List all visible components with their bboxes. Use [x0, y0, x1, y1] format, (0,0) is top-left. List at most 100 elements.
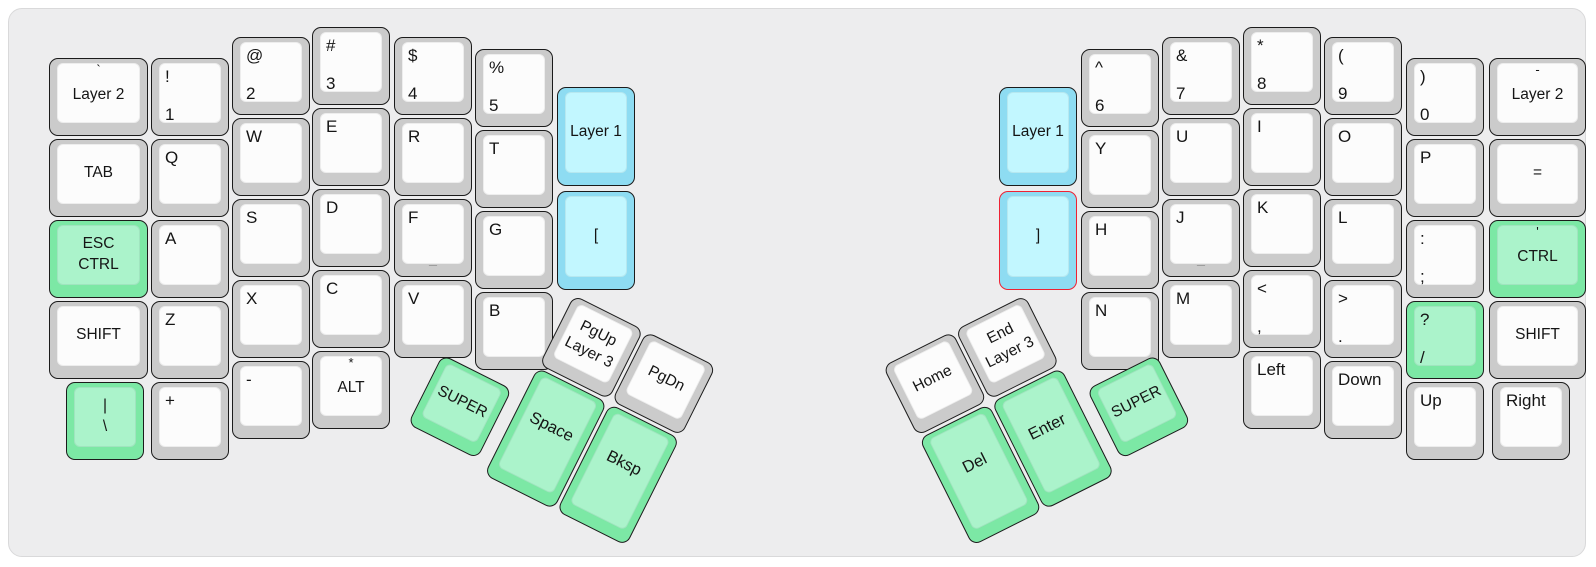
- key-paren-9[interactable]: (9: [1324, 37, 1402, 115]
- key-r[interactable]: R: [394, 118, 472, 196]
- key-arrow-right[interactable]: Right: [1492, 382, 1570, 460]
- key-label: ]: [1035, 226, 1041, 244]
- key-label: =: [1532, 164, 1543, 181]
- key-label: T: [489, 139, 500, 158]
- key-w[interactable]: W: [232, 118, 310, 196]
- key-tab[interactable]: TAB: [49, 139, 148, 217]
- keycap-surface: [402, 42, 464, 102]
- keycap-surface: [320, 113, 382, 173]
- key-arrow-left[interactable]: Left: [1243, 351, 1321, 429]
- key-b[interactable]: B: [475, 292, 553, 370]
- key-c[interactable]: C: [312, 270, 390, 348]
- key-asterisk-8[interactable]: *8: [1243, 27, 1321, 105]
- key-u[interactable]: U: [1162, 118, 1240, 196]
- keycap-surface: [1089, 216, 1151, 276]
- key-label-shifted: <: [1257, 279, 1267, 298]
- key-at-2[interactable]: @2: [232, 37, 310, 115]
- key-label: J: [1176, 208, 1185, 227]
- key-dollar-4[interactable]: $4: [394, 37, 472, 115]
- key-exclam-1[interactable]: !1: [151, 58, 229, 136]
- key-n[interactable]: N: [1081, 292, 1159, 370]
- key-right-bracket[interactable]: ]: [999, 191, 1077, 290]
- key-i[interactable]: I: [1243, 108, 1321, 186]
- keycap-surface: [1170, 204, 1232, 264]
- keycap-surface: [1170, 285, 1232, 345]
- key-k[interactable]: K: [1243, 189, 1321, 267]
- keycap-surface: [159, 63, 221, 123]
- key-label: W: [246, 127, 263, 146]
- key-shift-right[interactable]: SHIFT: [1489, 301, 1586, 379]
- key-y[interactable]: Y: [1081, 130, 1159, 208]
- key-t[interactable]: T: [475, 130, 553, 208]
- key-g[interactable]: G: [475, 211, 553, 289]
- key-m[interactable]: M: [1162, 280, 1240, 358]
- key-label: Y: [1095, 139, 1107, 158]
- key-label: A: [165, 229, 177, 248]
- key-quote-ctrl[interactable]: 'CTRL: [1489, 220, 1586, 298]
- keycap-surface: [1332, 42, 1394, 102]
- key-percent-5[interactable]: %5: [475, 49, 553, 127]
- key-l[interactable]: L: [1324, 199, 1402, 277]
- key-plus[interactable]: +: [151, 382, 229, 460]
- key-label: Layer 1: [1012, 122, 1064, 140]
- key-greater-period[interactable]: >.: [1324, 280, 1402, 358]
- key-hash-3[interactable]: #3: [312, 27, 390, 105]
- key-amp-7[interactable]: &7: [1162, 37, 1240, 115]
- key-pipe-backslash[interactable]: |\: [66, 382, 144, 460]
- key-e[interactable]: E: [312, 108, 390, 186]
- keycap-surface: [1497, 144, 1578, 204]
- keycap-surface: [565, 92, 627, 173]
- keycap-surface: [483, 216, 545, 276]
- key-s[interactable]: S: [232, 199, 310, 277]
- key-j[interactable]: J_: [1162, 199, 1240, 277]
- keycap-surface: [159, 144, 221, 204]
- key-left-bracket[interactable]: [: [557, 191, 635, 290]
- key-label-shifted: ): [1420, 67, 1426, 86]
- key-z[interactable]: Z: [151, 301, 229, 379]
- key-label: I: [1257, 117, 1262, 136]
- key-super-right[interactable]: SUPER: [1086, 354, 1192, 460]
- key-label: V: [408, 289, 420, 308]
- key-equals[interactable]: =: [1489, 139, 1586, 217]
- keycap-surface: [320, 32, 382, 92]
- key-asterisk-alt[interactable]: *ALT: [312, 351, 390, 429]
- key-label-shifted: $: [408, 46, 418, 65]
- keycap-surface: [1007, 196, 1069, 277]
- key-less-comma[interactable]: <,: [1243, 270, 1321, 348]
- key-super-left[interactable]: SUPER: [407, 354, 513, 460]
- keycap-surface: [402, 204, 464, 264]
- key-caret-6[interactable]: ^6: [1081, 49, 1159, 127]
- key-question-slash[interactable]: ?/: [1406, 301, 1484, 379]
- key-label: P: [1420, 148, 1432, 167]
- key-h[interactable]: H: [1081, 211, 1159, 289]
- key-q[interactable]: Q: [151, 139, 229, 217]
- key-f[interactable]: F_: [394, 199, 472, 277]
- key-minus[interactable]: -: [232, 361, 310, 439]
- keycap-surface: [159, 387, 221, 447]
- key-arrow-up[interactable]: Up: [1406, 382, 1484, 460]
- key-v[interactable]: V: [394, 280, 472, 358]
- key-d[interactable]: D: [312, 189, 390, 267]
- key-label: CTRL: [1517, 248, 1558, 265]
- key-label-shifted: *: [1257, 36, 1264, 55]
- key-paren-0[interactable]: )0: [1406, 58, 1484, 136]
- key-layer1-right[interactable]: Layer 1: [999, 87, 1077, 186]
- key-a[interactable]: A: [151, 220, 229, 298]
- key-layer1-left[interactable]: Layer 1: [557, 87, 635, 186]
- key-label: M: [1176, 289, 1191, 308]
- keycap-surface: [1007, 92, 1069, 173]
- key-minus-layer2[interactable]: -Layer 2: [1489, 58, 1586, 136]
- key-label: E: [326, 117, 338, 136]
- key-grave-layer2[interactable]: `Layer 2: [49, 58, 148, 136]
- keycap-surface: [1170, 123, 1232, 183]
- key-p[interactable]: P: [1406, 139, 1484, 217]
- key-label: 4: [408, 84, 418, 103]
- key-label: -: [246, 370, 252, 389]
- key-shift-left[interactable]: SHIFT: [49, 301, 148, 379]
- key-label: S: [246, 208, 258, 227]
- key-x[interactable]: X: [232, 280, 310, 358]
- key-arrow-down[interactable]: Down: [1324, 361, 1402, 439]
- key-o[interactable]: O: [1324, 118, 1402, 196]
- key-colon-semicolon[interactable]: :;: [1406, 220, 1484, 298]
